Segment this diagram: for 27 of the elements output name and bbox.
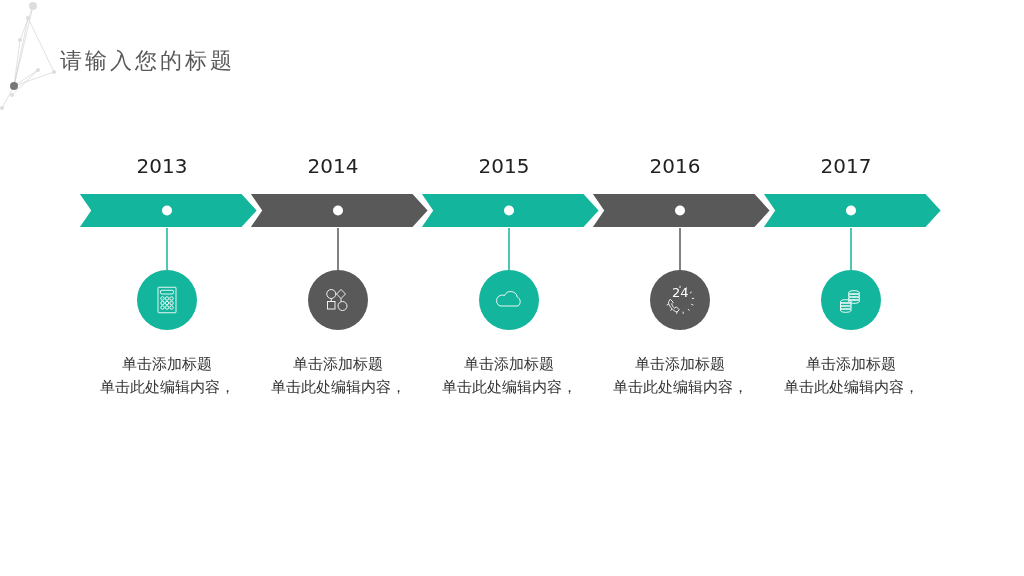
step-description: 单击此处编辑内容， [98, 378, 236, 397]
year-label: 2014 [306, 154, 360, 178]
icon-circle [137, 270, 197, 330]
icon-circle [650, 270, 710, 330]
connector-line [166, 227, 168, 271]
step-heading: 单击添加标题 [121, 355, 213, 374]
step-heading: 单击添加标题 [634, 355, 726, 374]
connector-line [337, 227, 339, 271]
step-description: 单击此处编辑内容， [782, 378, 920, 397]
step-heading: 单击添加标题 [292, 355, 384, 374]
icon-circle [479, 270, 539, 330]
step-description: 单击此处编辑内容， [269, 378, 407, 397]
slide-title: 请输入您的标题 [60, 47, 235, 75]
step-description: 单击此处编辑内容， [611, 378, 749, 397]
connector-line [508, 227, 510, 271]
step-heading: 单击添加标题 [463, 355, 555, 374]
year-label: 2015 [477, 154, 531, 178]
year-label: 2013 [135, 154, 189, 178]
step-description: 单击此处编辑内容， [440, 378, 578, 397]
step-heading: 单击添加标题 [805, 355, 897, 374]
year-label: 2016 [648, 154, 702, 178]
connector-line [850, 227, 852, 271]
year-label: 2017 [819, 154, 873, 178]
connector-line [679, 227, 681, 271]
icon-circle [308, 270, 368, 330]
icon-text: 24 [672, 286, 689, 300]
icon-circle [821, 270, 881, 330]
